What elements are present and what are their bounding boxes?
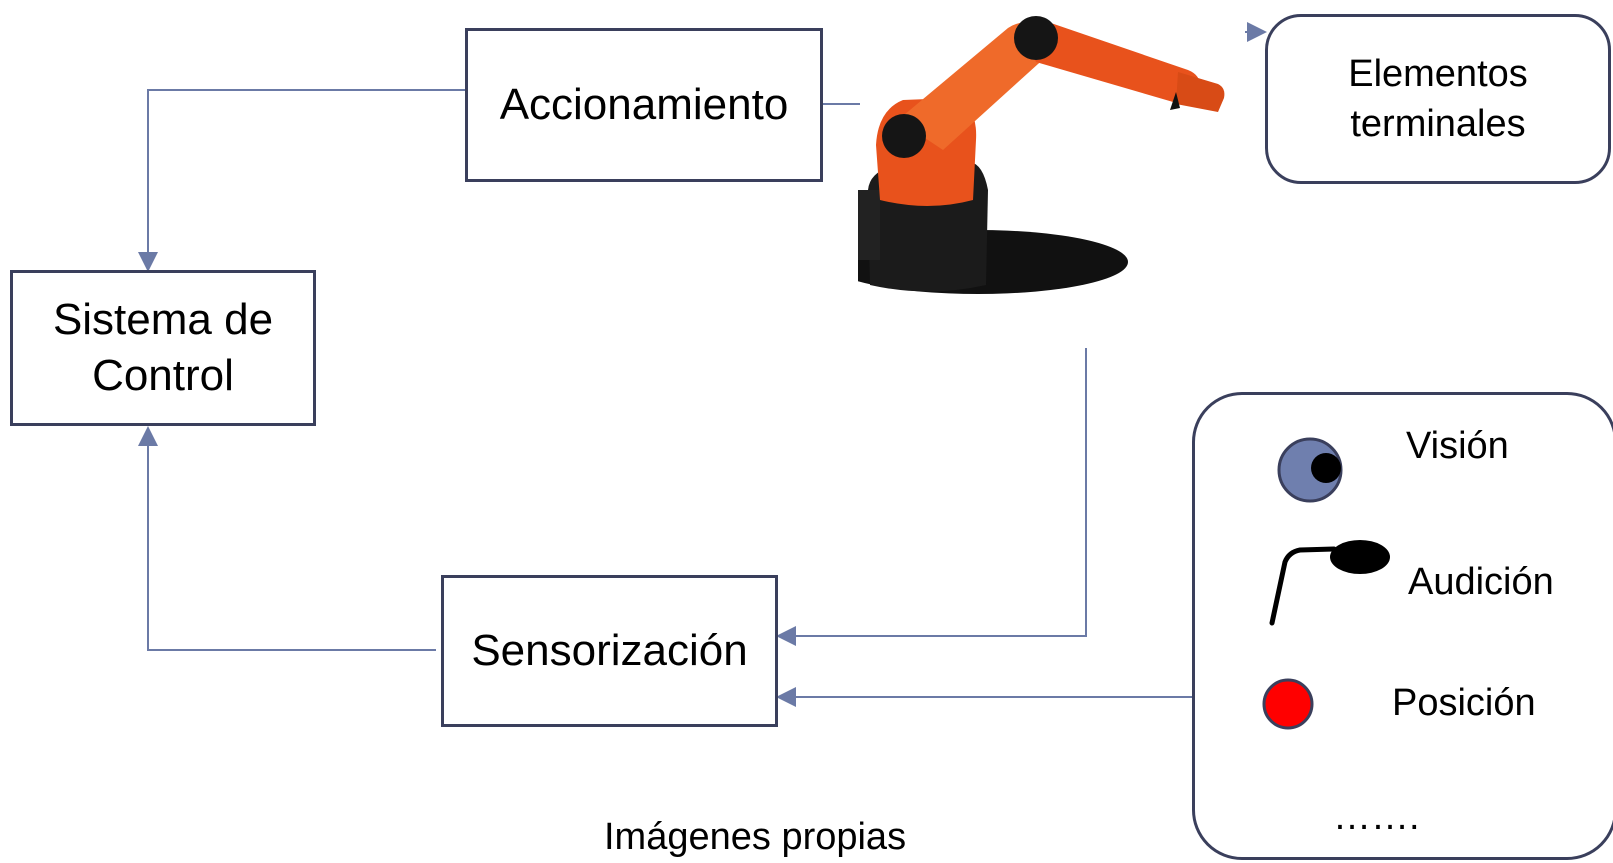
sistema-control-box[interactable]: Sistema de Control	[10, 270, 316, 426]
robot-arm-image	[858, 16, 1225, 294]
line-sensorizacion-to-control	[138, 426, 436, 651]
accionamiento-label: Accionamiento	[499, 80, 789, 129]
sensorizacion-label: Sensorización	[471, 626, 748, 675]
vision-label: Visión	[1406, 425, 1509, 467]
sistema-control-label: Sistema de Control	[52, 295, 274, 400]
audicion-label: Audición	[1408, 561, 1554, 603]
position-dot-icon	[1262, 678, 1314, 730]
accionamiento-box[interactable]: Accionamiento	[465, 28, 823, 182]
sensors-panel	[1192, 392, 1613, 860]
elementos-terminales-label: Elementos terminales	[1348, 53, 1528, 145]
eye-icon	[1277, 437, 1343, 503]
elementos-terminales-box[interactable]: Elementos terminales	[1265, 14, 1611, 184]
caption: Imágenes propias	[604, 816, 907, 858]
more-sensors-label: …….	[1333, 796, 1420, 838]
line-robot-to-sensorizacion	[776, 348, 1087, 646]
microphone-icon	[1269, 540, 1390, 626]
sensor-icons	[1262, 437, 1390, 730]
line-accionamiento-to-control	[138, 89, 465, 272]
posicion-label: Posición	[1392, 682, 1536, 724]
sensorizacion-box[interactable]: Sensorización	[441, 575, 778, 727]
